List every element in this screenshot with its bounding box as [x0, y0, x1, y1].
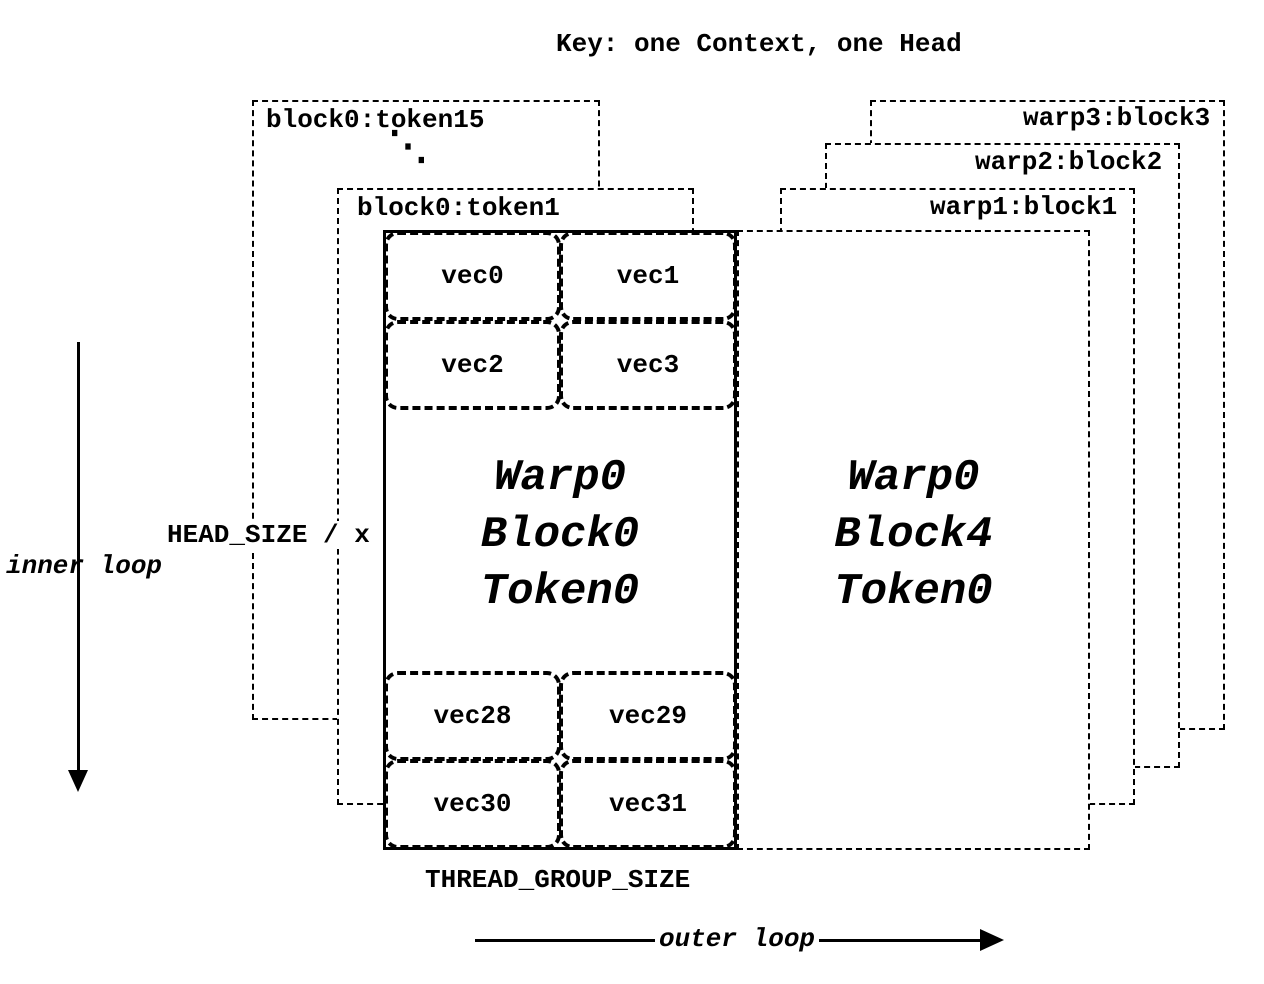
warp3-block3-label: warp3:block3	[1023, 103, 1211, 133]
warp2-block2-label: warp2:block2	[975, 147, 1163, 177]
vec3-cell: vec3	[559, 320, 737, 410]
vec28-cell: vec28	[384, 671, 561, 761]
outer-loop-arrow-head	[980, 929, 1004, 951]
outer-loop-label: outer loop	[655, 925, 820, 953]
vec29-cell: vec29	[559, 671, 737, 761]
thread-group-size-label: THREAD_GROUP_SIZE	[425, 865, 691, 895]
inner-loop-label: inner loop	[6, 551, 163, 581]
head-size-label: HEAD_SIZE / x	[163, 521, 374, 549]
warp0-block4-label: Warp0 Block4 Token0	[737, 450, 1090, 621]
vec0-cell: vec0	[384, 231, 561, 321]
vec1-cell: vec1	[559, 231, 737, 321]
warp0-block4-line1: Warp0	[847, 453, 980, 503]
warp0-block0-label: Warp0 Block0 Token0	[383, 450, 737, 621]
vec2-cell: vec2	[384, 320, 561, 410]
vec31-cell: vec31	[559, 759, 737, 849]
warp1-block1-label: warp1:block1	[930, 192, 1118, 222]
vec30-cell: vec30	[384, 759, 561, 849]
stack-ellipsis: ⋱	[388, 127, 428, 172]
block0-token1-label: block0:token1	[357, 193, 560, 223]
warp0-block4-line3: Token0	[834, 567, 993, 617]
warp0-block0-line1: Warp0	[493, 453, 627, 503]
warp0-block0-line2: Block0	[480, 510, 640, 560]
warp0-block4-line2: Block4	[834, 510, 993, 560]
warp0-block0-line3: Token0	[480, 567, 640, 617]
warp0-block4-rect	[737, 230, 1090, 850]
inner-loop-arrow-line	[77, 342, 80, 774]
block0-token15-label: block0:token15	[266, 105, 485, 135]
diagram-title: Key: one Context, one Head	[556, 29, 962, 59]
inner-loop-arrow-head	[68, 770, 88, 792]
